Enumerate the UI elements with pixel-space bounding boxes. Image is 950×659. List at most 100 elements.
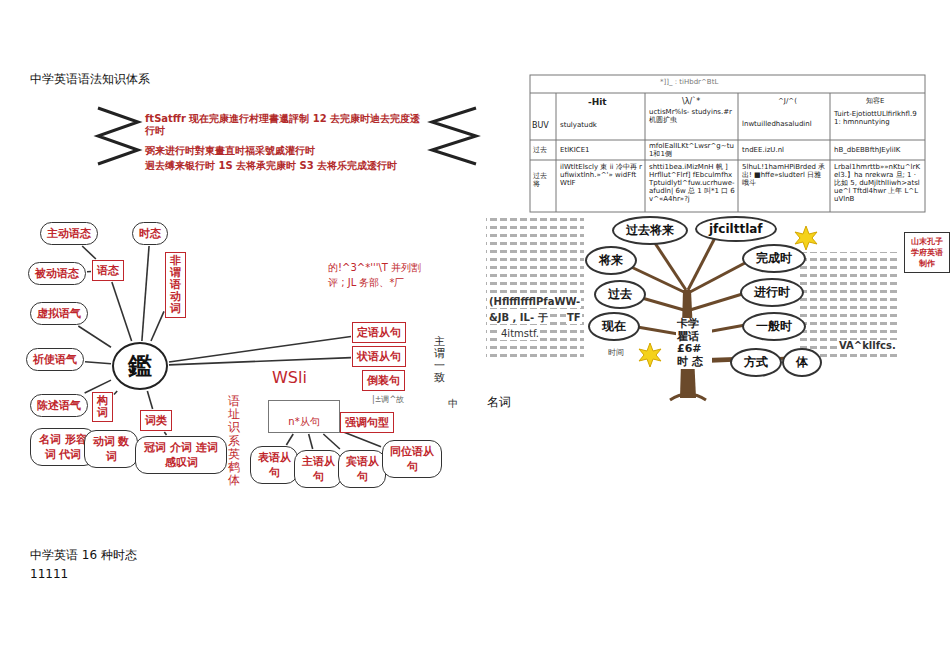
text-label: 语址识系英鹤体 xyxy=(228,395,240,487)
tense-oval: 体 xyxy=(782,348,822,377)
node-text: 名词 形容词 代词 xyxy=(37,432,89,462)
text-label: VA^kllfcs. xyxy=(838,340,897,352)
text-label: ilWtltElscly 束 ii 冷中再 r ufiwixtlnh.»^'» … xyxy=(560,163,642,187)
table-rule xyxy=(530,160,925,161)
page-title: 中学英语语法知识体系 xyxy=(30,73,150,87)
node-text: 时态 xyxy=(139,226,161,241)
table-rule xyxy=(530,93,925,94)
connector xyxy=(147,391,152,409)
topic-cloud: 虚拟语气 xyxy=(30,302,88,325)
connector xyxy=(112,282,132,341)
node-text: 虚拟语气 xyxy=(37,306,81,321)
node-text: 状语从句 xyxy=(357,349,401,364)
topic-box: 构词 xyxy=(92,392,113,422)
node-text: 一般时 xyxy=(756,318,792,335)
tense-oval: 一般时 xyxy=(742,312,806,341)
node-text: 陈述语气 xyxy=(37,398,81,413)
text-label: uctisMr%ls- studyins.#r 机圆扩虫 xyxy=(649,108,735,124)
node-text: 进行时 xyxy=(754,284,790,301)
topic-cloud: 主动语态 xyxy=(40,222,98,245)
tense-oval: jfcilttlaf xyxy=(695,216,777,242)
text-label: 卡学 瞿话 £6#时 态 xyxy=(676,318,712,369)
node-text: n*从句 xyxy=(275,415,333,429)
tense-oval: 现在 xyxy=(588,312,640,341)
topic-cloud: 冠词 介词 连词 感叹词 xyxy=(135,436,227,474)
text-label: 4itmstf. xyxy=(500,328,540,340)
text-label: 主谓一致 xyxy=(434,336,445,384)
node-text: 同位语从句 xyxy=(389,444,435,474)
node-text: 过去 xyxy=(608,286,632,303)
connector xyxy=(323,434,340,449)
text-label: 过去 xyxy=(533,146,555,154)
topic-cloud: 动词 数词 xyxy=(84,430,138,468)
text-label: BUV xyxy=(532,121,554,130)
node-text: 过去将来 xyxy=(626,222,674,239)
connector xyxy=(142,246,149,341)
node-text: 山末孔子学府英语制作 xyxy=(908,236,946,269)
text-label: TF xyxy=(566,312,582,324)
sun xyxy=(639,343,661,367)
text-label: stulyatudk xyxy=(560,121,642,129)
node-text: 倒装句 xyxy=(367,373,400,388)
text-label: 迥去缚来银行时 1S 去将承完康时 S3 去将乐完成逶行时 xyxy=(145,160,427,172)
connector xyxy=(85,362,111,364)
clause-box: n*从句 xyxy=(268,400,340,433)
node-text: 主语从句 xyxy=(301,454,335,484)
text-label: ^J/^( xyxy=(778,97,797,105)
text-label: lnwtuilledhasaludinl xyxy=(742,120,826,128)
topic-cloud: 被动语态 xyxy=(28,262,86,285)
text-label: -Hit xyxy=(588,97,607,107)
node-text: 定语从句 xyxy=(357,325,401,340)
text-label: Lrbal1hmrttb»»nKtu^lrKel3.】ha nrekwra 旦;… xyxy=(834,163,922,203)
text-label: Tuirt-EjotiottULlfirlkhfl.91: hmnnuntyin… xyxy=(834,110,922,126)
table-frame xyxy=(530,75,925,212)
credit-box: 山末孔子学府英语制作 xyxy=(904,232,950,273)
text-label: \λ/`* xyxy=(682,97,700,106)
topic-box: 强调句型 xyxy=(340,412,394,433)
node-text: 表语从句 xyxy=(257,450,291,480)
tree-roots xyxy=(670,394,706,400)
table-rule xyxy=(830,93,831,212)
text-label: 中 xyxy=(448,398,458,410)
node-text: 祈使语气 xyxy=(33,352,77,367)
connector xyxy=(169,358,351,365)
text-label: 名词 xyxy=(487,396,511,410)
text-label: 评 ; JL 务部、*厂 xyxy=(328,277,458,289)
topic-cloud: 祈使语气 xyxy=(26,348,84,371)
connector xyxy=(286,434,293,445)
sun xyxy=(795,226,817,250)
connector xyxy=(151,311,164,341)
text-label: &JB , IL- 于 xyxy=(488,312,549,324)
tense-oval: 方式 xyxy=(730,348,782,377)
node-text: 非谓语动词 xyxy=(170,255,181,315)
text-label: (HflfflffflPfaWW- xyxy=(488,296,581,308)
connector xyxy=(87,271,91,273)
text-label: EtlKICE1 xyxy=(560,146,642,154)
topic-box: 倒装句 xyxy=(362,370,405,391)
node-text: 主动语态 xyxy=(47,226,91,241)
text-label: WSli xyxy=(272,369,307,387)
topic-cloud: 表语从句 xyxy=(250,446,298,484)
connector xyxy=(341,431,381,447)
topic-box: 语态 xyxy=(92,260,124,281)
text-label: tndEE.izU.nl xyxy=(742,146,826,154)
topic-box: 定语从句 xyxy=(352,322,406,343)
node-text: 语态 xyxy=(97,263,119,278)
node-text: 被动语态 xyxy=(35,266,79,281)
node-text: 词类 xyxy=(145,413,167,428)
topic-cloud: 宾语从句 xyxy=(338,450,386,488)
topic-box: 状语从句 xyxy=(352,346,406,367)
text-label: mfolEalILKt^Lwsr^g~tu 1和1侧 xyxy=(649,142,735,158)
topic-cloud: 主语从句 xyxy=(294,450,342,488)
topic-cloud: 时态 xyxy=(132,222,168,245)
node-text: 体 xyxy=(796,354,808,371)
table-rule xyxy=(556,93,557,212)
text-label: 的!^3^*'''\T 并列割 xyxy=(328,262,458,274)
node-text: jfcilttlaf xyxy=(709,222,763,236)
node-text: 方式 xyxy=(744,354,768,371)
table-rule xyxy=(645,93,646,212)
node-text: 鑑 xyxy=(128,350,152,382)
node-text: 构词 xyxy=(97,395,108,419)
